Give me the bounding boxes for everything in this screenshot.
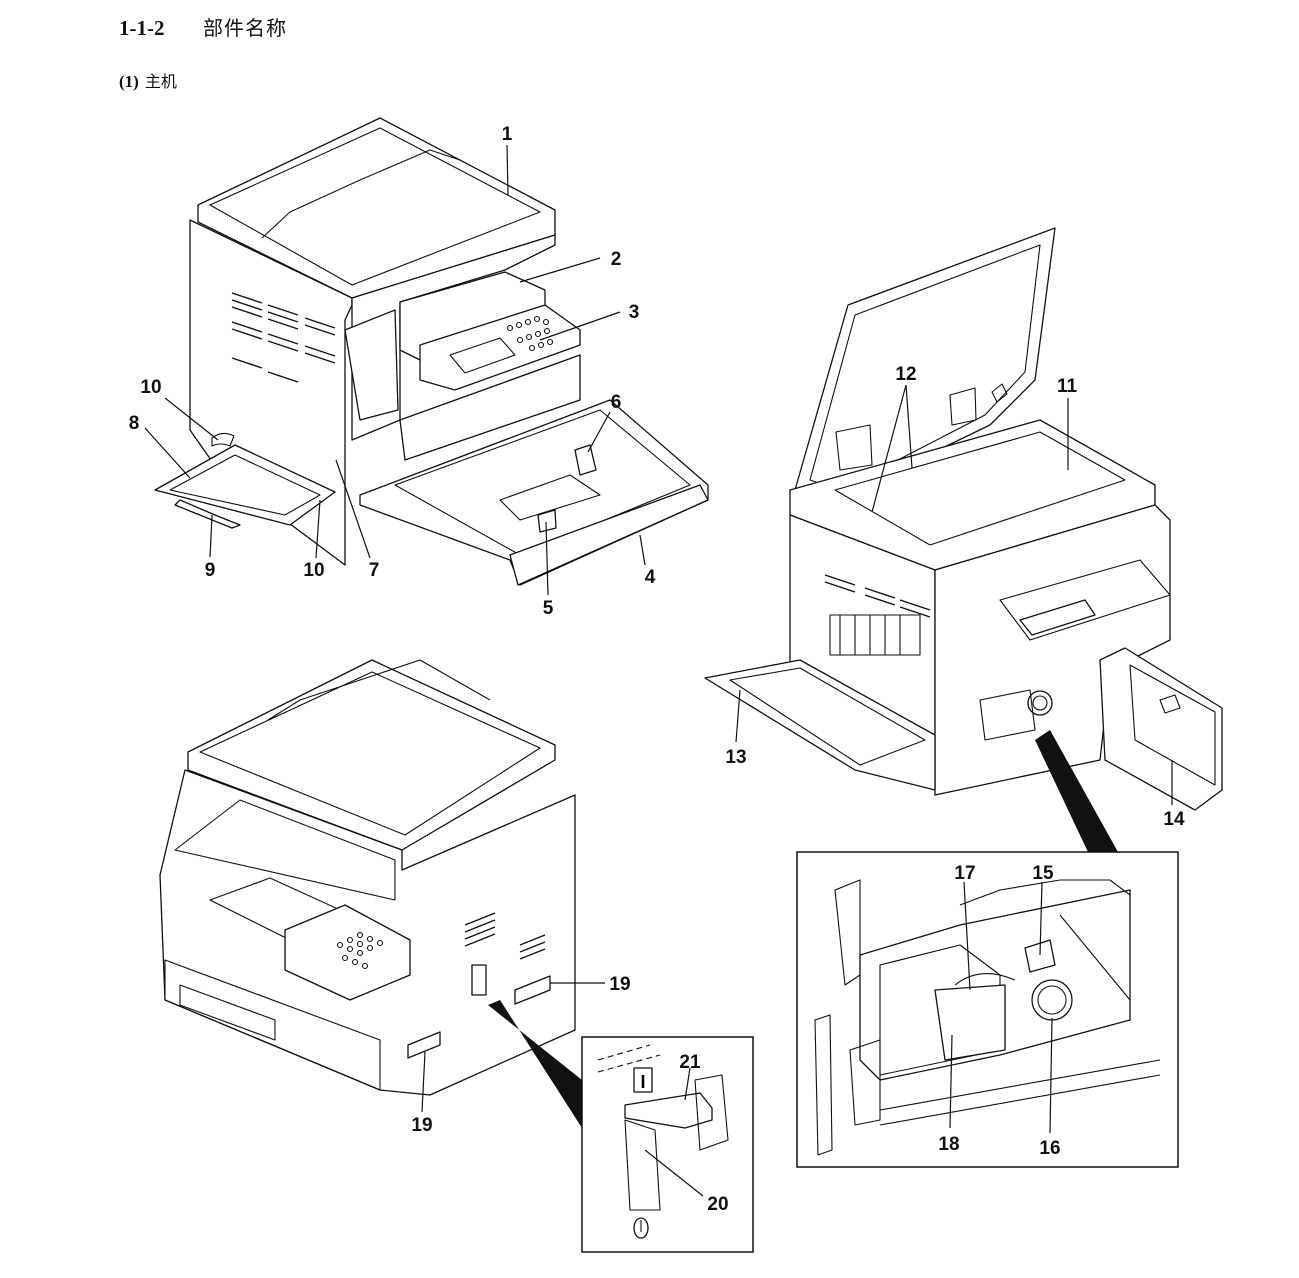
power-switch[interactable]: [624, 1092, 713, 1129]
zoom-wedge-b: [1035, 730, 1118, 852]
callout-11: 11: [1057, 376, 1078, 397]
platen-cover-rear: [187, 659, 556, 851]
callout-15: 15: [1032, 863, 1054, 884]
callout-19-right: 19: [609, 974, 630, 995]
left-cover-open: [704, 659, 936, 791]
callout-5: 5: [543, 598, 554, 619]
leader-lines-detail: [949, 881, 1053, 1134]
leader-lines-c: [421, 982, 605, 1113]
callout-18: 18: [938, 1134, 959, 1155]
subsection-title: 主机: [144, 72, 177, 91]
callout-17: 17: [954, 863, 975, 884]
side-vents: [231, 292, 336, 383]
callout-20: 20: [707, 1194, 728, 1215]
callout-9: 9: [205, 560, 216, 581]
detail-toner-box: [796, 851, 1179, 1168]
front-cover-open: [1099, 647, 1223, 811]
power-switch-housing: [471, 964, 487, 996]
panel-keys-rear: [336, 931, 384, 970]
subsection-heading: (1) 主机: [119, 68, 177, 92]
copier-front-view: [154, 117, 709, 586]
callout-14: 14: [1163, 809, 1185, 830]
handle-left: [407, 1031, 441, 1059]
side-vents-c: [464, 912, 546, 960]
section-heading: 1-1-2 部件名称: [119, 12, 287, 41]
callout-1: 1: [502, 124, 513, 145]
callout-19-left: 19: [411, 1115, 432, 1136]
subsection-number: (1): [119, 72, 139, 91]
toner-area: [979, 689, 1053, 741]
callout-13: 13: [725, 747, 746, 768]
operation-panel: [419, 304, 581, 391]
mp-tray: [154, 444, 336, 526]
detail-power-switch-box: I: [581, 1036, 754, 1253]
section-title: 部件名称: [203, 16, 287, 40]
leader-lines-b: [735, 384, 1173, 805]
handle-right: [514, 975, 551, 1005]
fuser-rollers: [829, 614, 921, 656]
callout-21: 21: [679, 1052, 701, 1073]
callout-labels: 1 2 3 4 5 6 7 8 9 10 10 11 12 13 14 15 1…: [129, 124, 1185, 1215]
side-vents-b: [824, 574, 931, 618]
callout-4: 4: [645, 567, 656, 588]
callout-7: 7: [369, 560, 380, 581]
callout-12: 12: [895, 364, 916, 385]
leader-lines-a: [144, 144, 646, 596]
operation-panel-rear: [284, 904, 411, 1001]
copier-open-view: [704, 227, 1223, 852]
section-number: 1-1-2: [119, 16, 165, 40]
callout-3: 3: [629, 302, 640, 323]
callout-2: 2: [611, 249, 622, 270]
panel-keys: [506, 315, 554, 352]
callout-10-bottom: 10: [303, 560, 324, 581]
power-on-symbol: I: [640, 1072, 645, 1092]
callout-10-top: 10: [140, 377, 161, 398]
callout-16: 16: [1039, 1138, 1060, 1159]
copier-rear-view: [159, 659, 582, 1128]
leader-lines-detail2: [644, 1067, 704, 1197]
callout-6: 6: [611, 392, 622, 413]
callout-8: 8: [129, 413, 140, 434]
